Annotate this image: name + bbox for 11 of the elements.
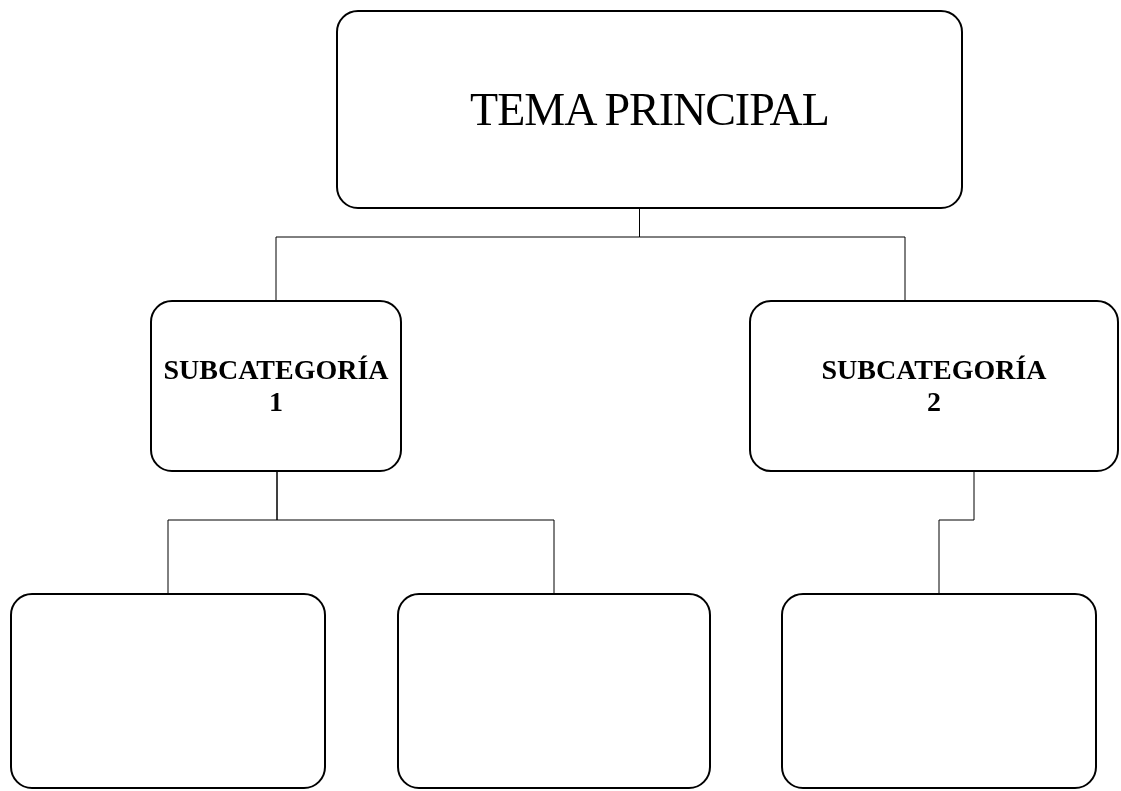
subcategory-text: SUBCATEGORÍA 2 (820, 353, 1048, 419)
connector-line (938, 471, 975, 594)
empty-box (781, 593, 1097, 789)
connector-line (276, 471, 555, 594)
subcategory-text: SUBCATEGORÍA 1 (162, 353, 390, 419)
topic-box (749, 300, 1119, 472)
empty-box (397, 593, 711, 789)
main-topic-text: TEMA PRINCIPAL (470, 83, 829, 136)
empty-box (10, 593, 326, 789)
topic-box (150, 300, 402, 472)
topic-box (336, 10, 963, 209)
